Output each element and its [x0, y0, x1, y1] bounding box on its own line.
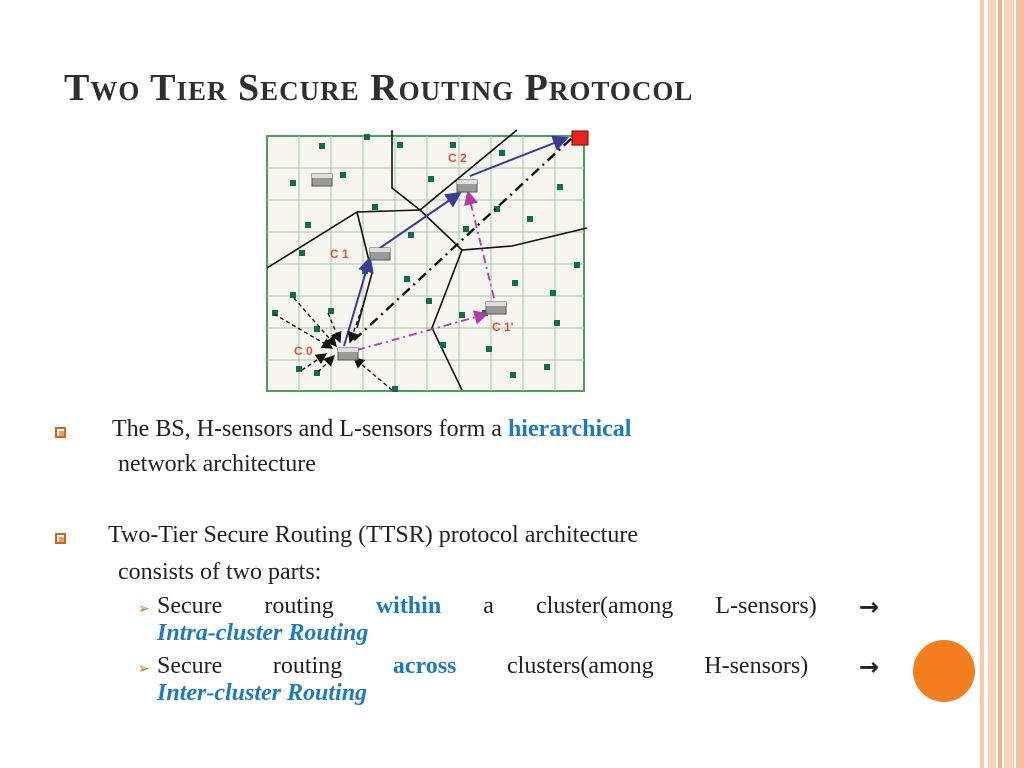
decorative-circle — [913, 640, 975, 702]
sub-item-1-result: Intra-cluster Routing — [157, 620, 369, 646]
cluster-label-c1: C 1 — [330, 247, 349, 261]
bullet-marker — [55, 533, 66, 544]
sub-item-word: Secure — [157, 593, 223, 619]
cluster-label-c2: C 2 — [448, 151, 467, 165]
sub-item-2-result: Inter-cluster Routing — [157, 680, 368, 706]
sub-item-word: Secure — [157, 653, 223, 679]
decorative-stripe — [1016, 0, 1024, 768]
sub-bullet-arrow-icon: ➢ — [138, 602, 150, 617]
sub-item-highlight: within — [375, 593, 442, 619]
l-sensors — [272, 134, 580, 392]
direct-route — [353, 137, 573, 341]
cluster-head-c1-prime — [485, 301, 507, 315]
bullet-1-highlight: hierarchical — [507, 416, 632, 442]
cluster-head-c-top — [311, 173, 333, 187]
sub-bullet-arrow-icon: ➢ — [138, 662, 150, 677]
bullet-2-line-1: Two-Tier Secure Routing (TTSR) protocol … — [108, 522, 638, 548]
cluster-head-c1 — [369, 247, 391, 261]
decorative-stripe — [1004, 0, 1014, 768]
sub-item-word: routing — [264, 593, 334, 619]
intra-cluster-routes — [273, 297, 393, 391]
network-diagram: C 2 C 1 C 1' C 0 — [266, 129, 589, 392]
sub-item-word: a — [483, 593, 494, 619]
decorative-stripe — [988, 0, 996, 768]
sub-item-word: clusters(among — [507, 653, 654, 679]
bullet-2-line-2: consists of two parts: — [118, 559, 322, 585]
sub-item-word: routing — [272, 653, 343, 679]
bullet-1-text: The BS, H-sensors and L-sensors form a — [112, 416, 502, 442]
sub-item-1-line-1: Secure routing within a cluster(among L-… — [157, 593, 879, 621]
cluster-head-c2 — [456, 179, 478, 193]
bullet-1-line-2: network architecture — [118, 451, 316, 477]
decorative-stripe — [980, 0, 984, 768]
alternate-routes — [356, 190, 495, 351]
sub-item-word: H-sensors) — [704, 653, 809, 679]
sub-item-word: cluster(among — [536, 593, 674, 619]
sub-item-highlight: across — [392, 653, 457, 679]
h-sensors — [311, 173, 507, 361]
cluster-label-c1-prime: C 1' — [492, 320, 514, 334]
sub-item-word: L-sensors) — [715, 593, 817, 619]
sub-item-2-line-1: Secure routing across clusters(among H-s… — [157, 653, 879, 681]
cluster-head-c0 — [337, 347, 359, 361]
bullet-1-line-1: The BS, H-sensors and L-sensors form a h… — [112, 416, 631, 443]
base-station — [571, 130, 589, 146]
right-arrow-icon: → — [858, 653, 879, 681]
cluster-label-c0: C 0 — [294, 344, 313, 358]
slide-title: Two Tier Secure Routing Protocol — [64, 67, 694, 109]
decorative-stripe — [998, 0, 1002, 768]
right-arrow-icon: → — [858, 593, 879, 621]
bullet-marker — [55, 427, 66, 438]
